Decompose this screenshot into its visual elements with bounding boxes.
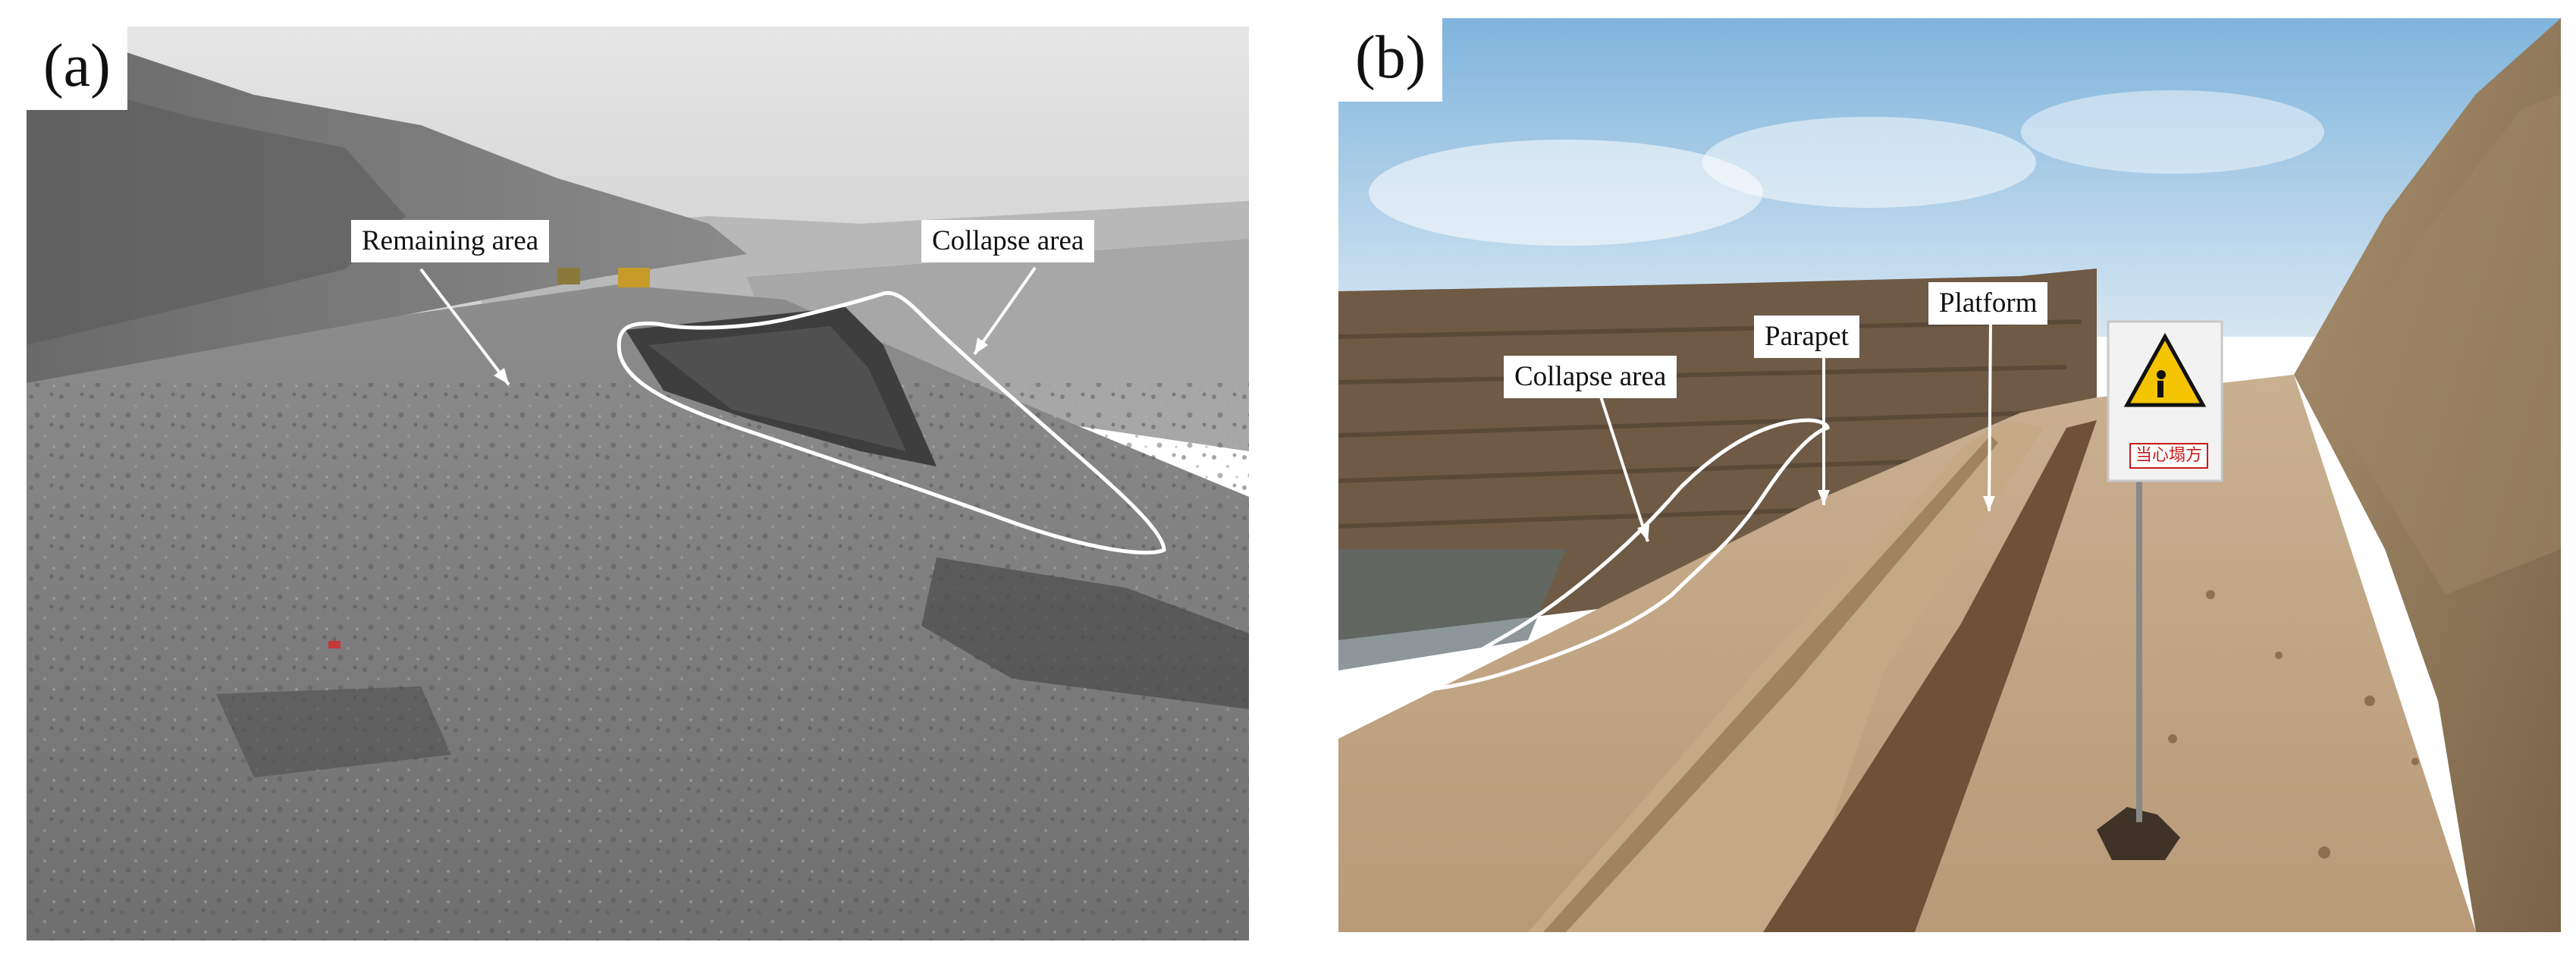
photo-panel-b: (b) Collapse area Parapet Platform 当心塌方 [1338, 18, 2561, 932]
photo-collapse-site-a [27, 27, 1249, 940]
callout-remaining-area: Remaining area [351, 220, 550, 262]
callout-arrow-collapse-b [1599, 394, 1649, 542]
warning-sign-text: 当心塌方 [2129, 443, 2209, 469]
collapse-outline-a [617, 290, 1166, 555]
panel-label-a: (a) [27, 27, 127, 110]
callout-collapse-area-b: Collapse area [1504, 356, 1677, 398]
photo-panel-a: (a) Remaining area Collapse area [27, 27, 1249, 940]
callout-arrow-collapse-a [973, 266, 1037, 356]
collapse-outline-b [1398, 418, 1830, 694]
callout-arrow-platform [1988, 321, 1992, 512]
falling-rocks-warning-icon [2123, 332, 2207, 407]
callout-parapet: Parapet [1754, 316, 1859, 358]
callout-arrow-remaining [419, 268, 510, 386]
panel-label-b: (b) [1338, 18, 1443, 102]
callout-collapse-area-a: Collapse area [921, 220, 1095, 262]
photo-collapse-site-b [1338, 18, 2561, 932]
callout-platform: Platform [1928, 282, 2048, 325]
